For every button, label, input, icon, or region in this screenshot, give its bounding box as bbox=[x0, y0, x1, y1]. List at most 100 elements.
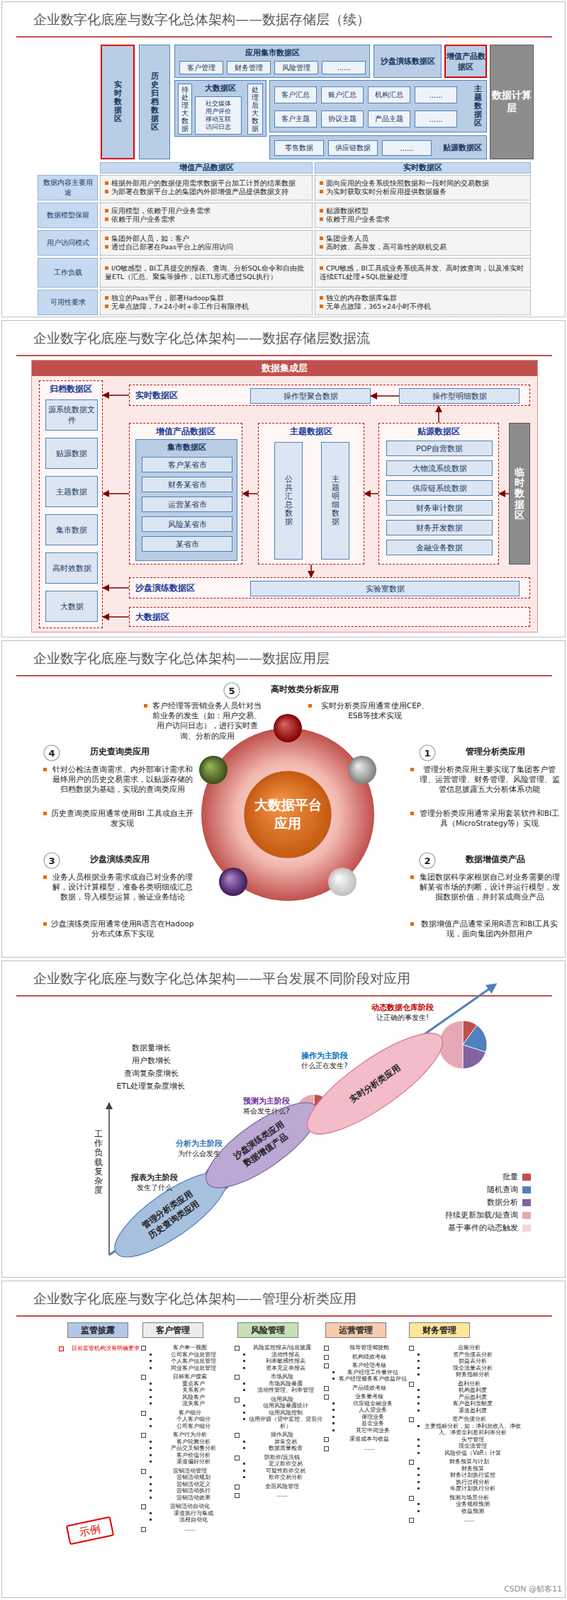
legend-swatch bbox=[522, 1187, 531, 1195]
node-text: 大物流系统数据 bbox=[412, 463, 468, 475]
row-header: 数据模型保留 bbox=[37, 202, 98, 229]
data-box: 源系统数据文件 bbox=[45, 399, 98, 431]
column-header: 运营管理 bbox=[325, 1323, 387, 1339]
dashed-zone: 增值产品数据区集市数据区客户某省市财务某省市运营某省市风险某省市某省市 bbox=[128, 423, 243, 565]
list-item: 个人客户信息管理 bbox=[141, 1358, 232, 1366]
list-item: 营销活动自动化 bbox=[141, 1503, 232, 1512]
data-box: 供应链数据 bbox=[328, 140, 378, 156]
node-text: 财务某省市 bbox=[167, 479, 207, 491]
node-text: 集市数据区 bbox=[167, 442, 207, 453]
flow-arrow bbox=[102, 394, 129, 397]
node-text: 为实时获取实时分析应用提供数据服务 bbox=[319, 187, 447, 197]
list-item: 头寸管理 bbox=[408, 1437, 523, 1445]
data-box: 主题数据 bbox=[45, 476, 98, 508]
node-text: 贴源数据区 bbox=[417, 425, 460, 439]
storage-zone: 集市数据区客户某省市财务某省市运营某省市风险某省市某省市 bbox=[135, 439, 238, 562]
callout-heading: 数据增值类产品 bbox=[438, 854, 553, 866]
list-item: 人人贷业务 bbox=[323, 1407, 408, 1415]
node-text: 通过自己部署在Paas平台上的应用访问 bbox=[104, 243, 234, 252]
legend-text: 数据分析 bbox=[486, 1198, 519, 1209]
list-item: 保理业务 bbox=[323, 1414, 408, 1422]
node-text: 大数据 bbox=[60, 601, 84, 613]
column-header: 风险管理 bbox=[237, 1323, 299, 1339]
node-text: 客户主题 bbox=[281, 114, 310, 125]
node-text: 企业数字化底座与数字化总体架构——管理分析类应用 bbox=[33, 1290, 357, 1310]
node-text: 历史归档数据区 bbox=[150, 72, 159, 133]
data-box: 产品主题 bbox=[367, 110, 411, 128]
list-item: 领导管理驾驶舱 bbox=[323, 1345, 408, 1353]
stage-label: 将会发生什么? bbox=[227, 1107, 306, 1117]
list-item: ...... bbox=[408, 1517, 523, 1525]
node-text: 3 bbox=[48, 856, 55, 867]
list-item: 财务预算 bbox=[408, 1466, 523, 1474]
ring-ball bbox=[219, 868, 248, 897]
list-item: 资本充足率报表 bbox=[234, 1365, 323, 1373]
callout-heading: 管理分析类应用 bbox=[438, 746, 553, 758]
node-text: 实时分析类应用 bbox=[347, 1062, 404, 1107]
data-box: 贴源数据 bbox=[45, 438, 98, 470]
legend-text: 持续更新加载/短查询 bbox=[445, 1211, 519, 1222]
list-item: 财务指标分析 bbox=[408, 1372, 523, 1380]
flow-arrow bbox=[102, 616, 129, 619]
callout-number: 2 bbox=[418, 852, 436, 870]
table-cell: 独立的Paas平台，部署Hadoop集群无单点故障，7×24小时+非工作日有限停… bbox=[99, 289, 313, 316]
storage-zone: 增值产品数据区 bbox=[444, 44, 487, 78]
list-item: 可疑性欺诈交易 bbox=[234, 1468, 323, 1476]
data-box: 财务某省市 bbox=[141, 476, 233, 493]
flow-arrow bbox=[370, 395, 400, 397]
data-box: 大数据 bbox=[45, 591, 98, 623]
node-text: 集团外部人员，如：客户 bbox=[104, 234, 190, 244]
list-item: 流程自动化 bbox=[141, 1517, 232, 1525]
list-item: 欺诈交易分析 bbox=[234, 1474, 323, 1482]
workload-pie bbox=[114, 1235, 138, 1259]
list-item: 业务量考核 bbox=[323, 1394, 408, 1402]
node-text: ...... bbox=[336, 63, 351, 72]
table-cell: I/O敏感型，BI工具提交的报表、查询、分析SQL命令和自由批量ETL（汇总、聚… bbox=[99, 257, 313, 288]
slide-panel: 企业数字化底座与数字化总体架构——数据应用层大数据平台应用51243高时效类分析… bbox=[1, 640, 566, 959]
data-box: 客户某省市 bbox=[141, 457, 233, 473]
node-text: 依赖于用户业务需求 bbox=[104, 215, 176, 224]
list-item: 数据质量检查 bbox=[234, 1445, 323, 1453]
node-text: 供应链数据 bbox=[335, 143, 371, 154]
flow-arrow bbox=[310, 564, 312, 578]
node-text: 实验室数据 bbox=[365, 584, 405, 595]
node-text: 数据模型保留 bbox=[46, 210, 90, 221]
stage-label: 让正确的事发生! bbox=[356, 1013, 449, 1024]
compute-layer: 数据计算层 bbox=[489, 44, 534, 160]
node-text: 客户管理 bbox=[155, 1325, 190, 1338]
list-item: 信用风险 bbox=[234, 1396, 323, 1405]
row-header: 用户访问模式 bbox=[37, 230, 98, 256]
workload-pie bbox=[438, 1021, 487, 1070]
table-cell: 应用模型，依赖于用户业务需求依赖于用户业务需求 bbox=[99, 202, 313, 229]
node-text: 机构汇总 bbox=[374, 90, 404, 100]
node-text: 操作型明细数据 bbox=[432, 391, 487, 402]
data-box: 账户汇总 bbox=[321, 86, 364, 104]
callout-text: 集团数据科学家根据自己对业务需要的理解某省市场的判断，设计并运行模型，发掘数据价… bbox=[410, 872, 563, 903]
node-text: 监管披露 bbox=[80, 1325, 115, 1338]
list-item: 产品交叉销售分析 bbox=[141, 1445, 232, 1453]
node-text: 应用集市数据区 bbox=[245, 47, 300, 59]
storage-zone: 主题数据区客户汇总账户汇总机构汇总......客户主题协议主题产品主题.....… bbox=[269, 80, 487, 133]
list-item: 关系客户 bbox=[141, 1387, 232, 1395]
list-item: 营销活动效果 bbox=[141, 1495, 232, 1503]
list-item: 现金流管理 bbox=[408, 1443, 523, 1451]
list-item: 其它中间业务 bbox=[323, 1428, 408, 1436]
node-text: 集团业务人员 bbox=[319, 234, 369, 244]
data-box: ...... bbox=[382, 140, 432, 156]
node-text: I/O敏感型，BI工具提交的报表、查询、分析SQL命令和自由批量ETL（汇总、聚… bbox=[104, 264, 308, 282]
node-text: 沙盘演练数据区 bbox=[135, 582, 195, 595]
list-item: 年度计划执行分析 bbox=[408, 1486, 523, 1494]
list-item: 财务计划执行监控 bbox=[408, 1472, 523, 1480]
node-text: 贴源数据区 bbox=[442, 142, 482, 154]
node-text: 运营管理 bbox=[338, 1325, 373, 1338]
list-item: 客户价值分析 bbox=[141, 1452, 232, 1461]
node-text: 增值产品数据区 bbox=[179, 163, 234, 173]
node-text: 高时效、高并发，高可靠性的联机交易 bbox=[319, 243, 447, 252]
node-text: 集市数据 bbox=[55, 525, 88, 536]
list-item: 资产负债分析 bbox=[408, 1416, 523, 1424]
stage-label: 操作为主阶段 bbox=[285, 1051, 364, 1061]
row-header: 工作负载 bbox=[37, 257, 98, 288]
stage-ellipse: 实时分析类应用 bbox=[294, 1017, 457, 1152]
node-text: 主题数据区 bbox=[474, 85, 482, 128]
